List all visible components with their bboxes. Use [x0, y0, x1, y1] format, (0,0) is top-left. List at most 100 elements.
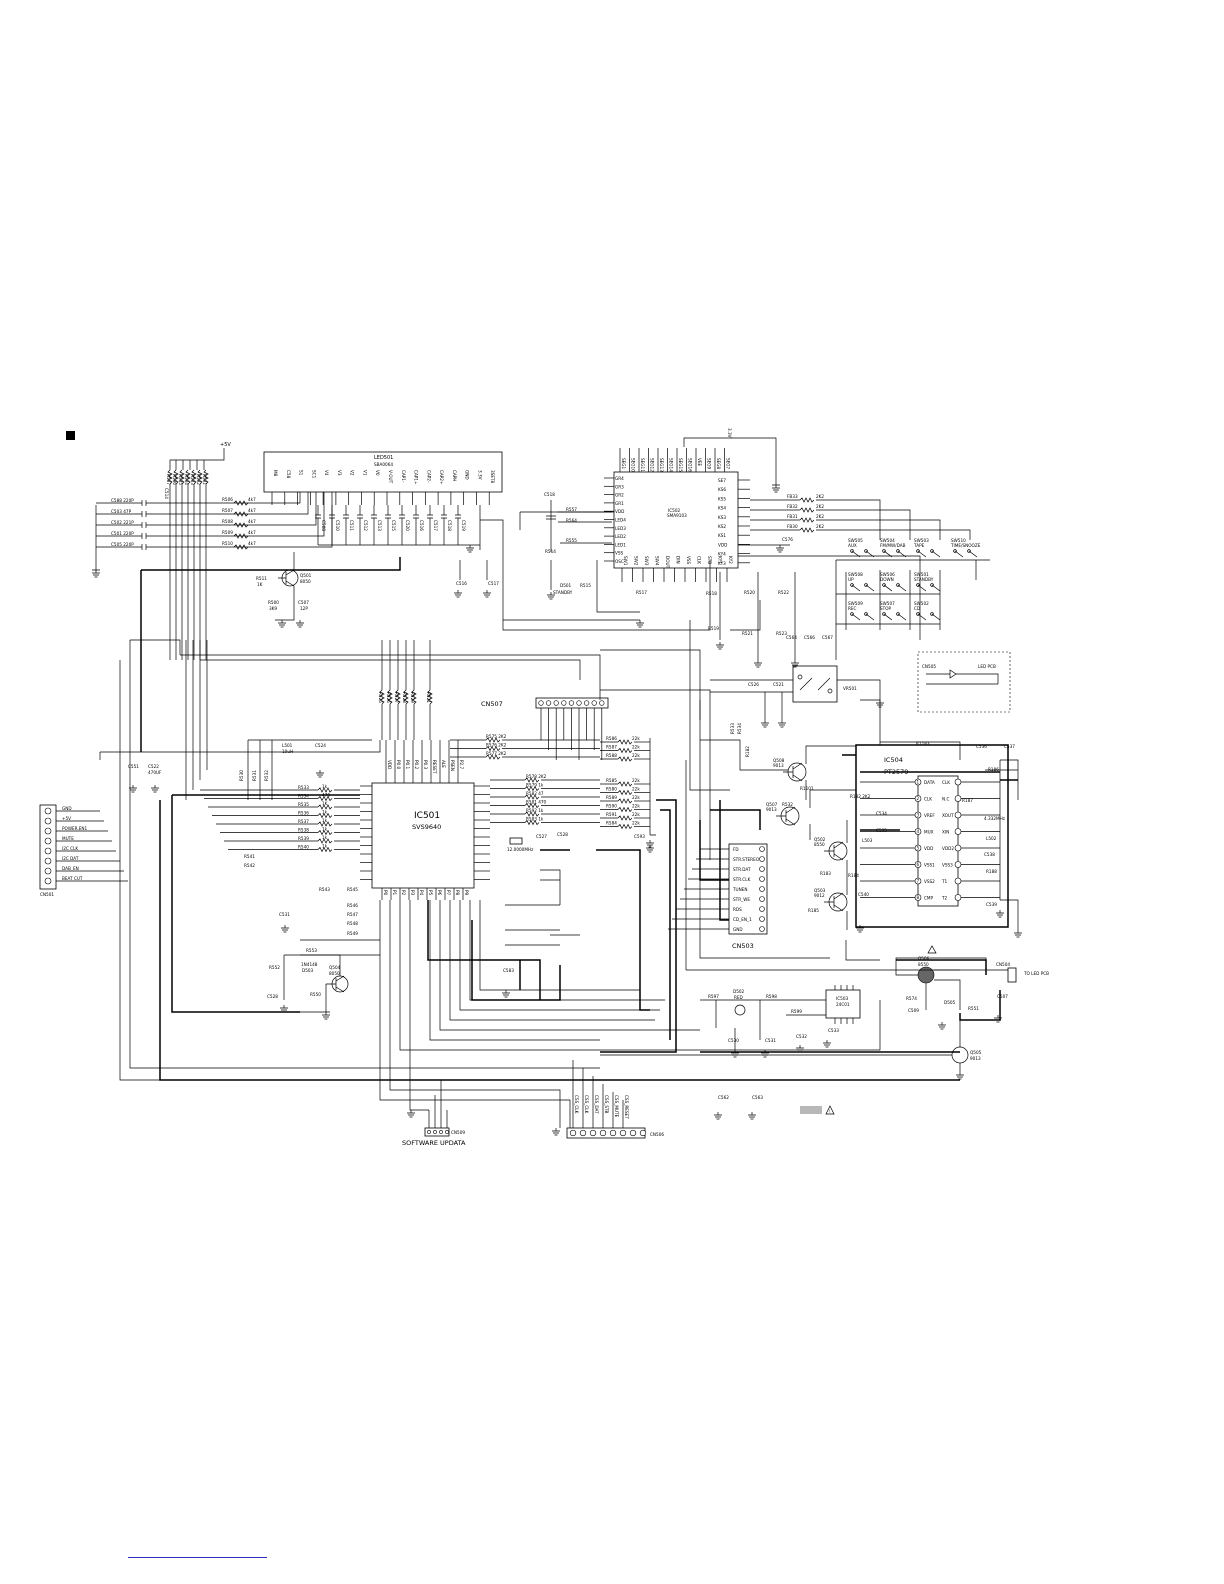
resistor-ref: R590 — [606, 804, 617, 809]
resistor-label: R582 47 — [526, 791, 544, 796]
inductor-ref: L502 — [986, 836, 997, 841]
resistor-val: 22k — [632, 821, 640, 826]
c583-ref: C583 — [503, 968, 514, 973]
resistor-ref: R534 — [184, 474, 189, 485]
cn503-pin-label: CD_EN_1 — [733, 917, 752, 922]
c563-ref: C563 — [752, 1095, 763, 1100]
switch-ref: SW505 — [848, 538, 863, 543]
ic502-bottom-pin: SW4 — [655, 556, 660, 566]
r500-ref: R500 — [268, 600, 279, 605]
led-pcb-label: LED PCB — [978, 664, 996, 669]
ic501-bottom-pin: P3 — [410, 890, 415, 896]
ic504-right-pin: T1 — [941, 879, 948, 884]
resistor-val: 22k — [632, 753, 640, 758]
c576-ref: C576 — [782, 537, 793, 542]
resistor-label: R583 1k — [526, 817, 544, 822]
transistor-part: 9013 — [766, 807, 777, 812]
led501-pin-label: C58 — [286, 470, 291, 479]
q506-group: Q506 8550 CN504 TO LED PCB R574 C509 D50… — [600, 956, 1049, 1072]
ic504-right-pin: VDD2 — [942, 846, 954, 851]
d501-ref: D501 — [560, 583, 572, 588]
ic501-top-pin: P0.3 — [423, 760, 428, 770]
cn509-connector: CN509 SOFTWARE UPDATA — [402, 1080, 466, 1147]
led501-pin-label: 3.3V — [477, 470, 482, 480]
ic504-left-pin: VSS1 — [924, 863, 935, 868]
ground-symbols — [92, 485, 1022, 1136]
ic501-top-pin: ALE — [441, 760, 446, 768]
capacitor-ref: C517 — [488, 581, 499, 586]
led501-pin-label: V2 — [350, 470, 355, 476]
c527-ref: C527 — [536, 834, 547, 839]
ic502-bottom-pin: CLK — [697, 556, 702, 564]
ic502-left-pin: OSC — [615, 559, 624, 564]
resistor-ref: R521 — [426, 692, 431, 703]
ic502-top-pin: SEG7 — [726, 458, 731, 470]
q501-ref: Q501 — [300, 573, 312, 578]
ic502-top-pin: SEG16 — [688, 458, 693, 472]
transistor-ref: Q508 — [773, 758, 785, 763]
capacitor-label: C502 221P — [111, 520, 134, 525]
capacitor-ref: C539 — [986, 902, 997, 907]
c530-ref: C530 — [728, 1038, 739, 1043]
ic502-left-pin: LED4 — [615, 518, 626, 523]
r555-ref: R555 — [566, 538, 577, 543]
d502-part: RED — [734, 995, 743, 1000]
capacitor-ref: C511 — [349, 520, 354, 531]
ic502-top-pin: SEG9 — [707, 458, 712, 470]
ic501-bottom-pin: P5 — [428, 890, 433, 896]
ic501-bottom-pin: P6 — [437, 890, 442, 896]
resistor-ref: R532 — [264, 770, 269, 781]
ic504-left-pin: VDD — [924, 846, 933, 851]
switch-name: FM/MW/DAB — [880, 543, 906, 548]
ic503-ref: IC503 — [836, 996, 848, 1001]
c566-ref: C566 — [804, 635, 815, 640]
r519-ref: R519 — [708, 626, 719, 631]
fb-ref: FB32 — [787, 504, 798, 509]
switch-name: STOP — [880, 606, 892, 611]
resistor-ref: R589 — [606, 795, 617, 800]
cn503-pin-label: STR.DAT — [733, 867, 751, 872]
ic502-left-pin: GR2 — [615, 493, 624, 498]
led501-pin-label: CAP1+ — [414, 470, 419, 485]
cn503-ref: CN503 — [732, 942, 754, 950]
ic502-bottom-pin: KY2 — [728, 556, 733, 564]
footer-link-line[interactable] — [128, 1557, 267, 1558]
r517-ref: R517 — [636, 590, 647, 595]
switch-name: STANDBY — [914, 577, 934, 582]
r564-ref: R564 — [566, 518, 577, 523]
resistor-val: 22k — [632, 778, 640, 783]
ic501-top-pin: P0.2 — [414, 760, 419, 770]
resistor-ref: R584 — [606, 821, 617, 826]
cn504-ref: CN504 — [996, 962, 1010, 967]
cn506-pin-label: CSS_STB — [604, 1095, 609, 1114]
ic501-ref: IC501 — [414, 811, 440, 821]
svg-text:3.3V: 3.3V — [727, 428, 732, 438]
ic502-left-pin: VDD — [615, 509, 624, 514]
resistor-ref: R185 — [808, 908, 819, 913]
cn501-pin-label: +5V — [62, 816, 71, 821]
led501-pin-label: V1 — [362, 470, 367, 476]
ic502-left-pin: LED2 — [615, 534, 626, 539]
transistor-part: 9012 — [814, 893, 825, 898]
resistor-ref: R537 — [298, 819, 309, 824]
capacitor-label: C503 47P — [111, 509, 132, 514]
c528-ref-2: C528 — [267, 994, 278, 999]
section-marker — [66, 431, 75, 440]
fb-val: 2K2 — [816, 494, 824, 499]
switch-ref: SW506 — [880, 572, 895, 577]
resistor-ref: R531 — [202, 474, 207, 485]
capacitor-ref: C520 — [405, 520, 410, 531]
d501-part: STANDBY — [553, 590, 573, 595]
c507b-ref: C507 — [997, 994, 1008, 999]
transistor-group: Q5089013Q5079013Q5028550Q5039012R1101R18… — [730, 723, 871, 930]
c567-ref: C567 — [822, 635, 833, 640]
cn501-pin-label: BEAT CUT — [62, 876, 83, 881]
c531-ref-2: C531 — [279, 912, 290, 917]
cn507-connector: CN507 — [481, 697, 609, 760]
ic504-left-pin: MUX — [924, 830, 934, 835]
resistor-ref: R531 — [252, 770, 257, 781]
ic504-left-pin: VREF — [924, 813, 935, 818]
resistor-ref: R536 — [172, 474, 177, 485]
